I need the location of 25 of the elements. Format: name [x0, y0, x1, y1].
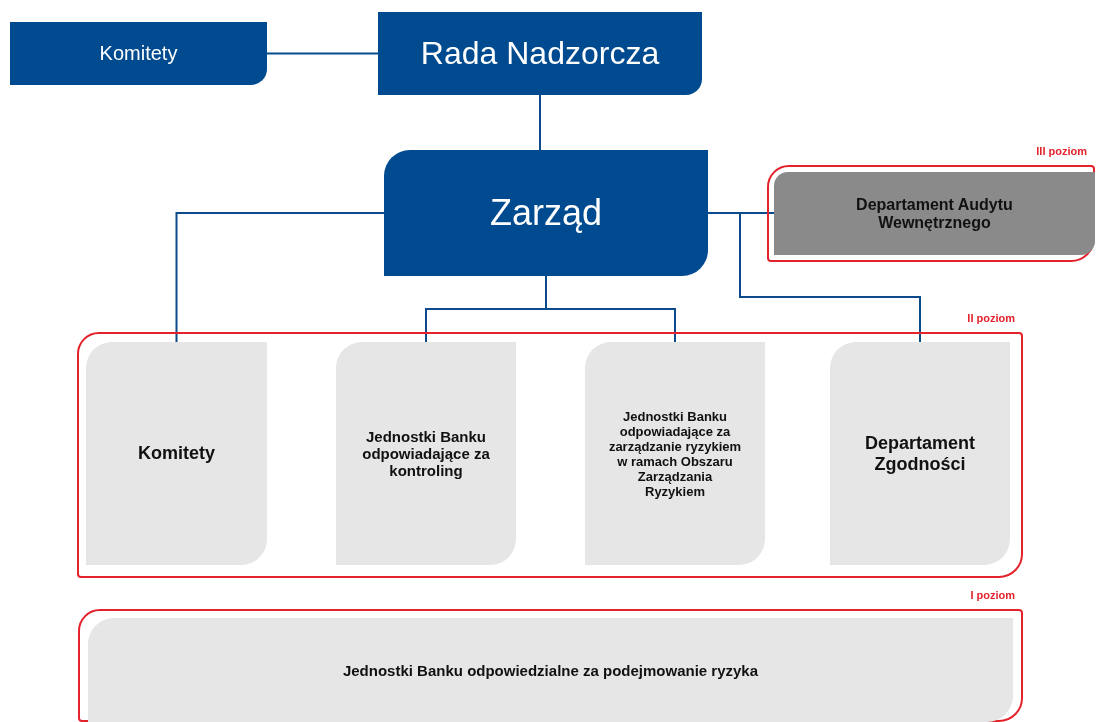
- unit-box: [585, 342, 765, 565]
- unit-box: [830, 342, 1010, 565]
- box-text: Komitety: [99, 42, 178, 65]
- box-text: Departament Zgodności: [864, 432, 976, 475]
- department-box: [774, 172, 1095, 255]
- box-text: Komitety: [138, 443, 215, 464]
- box-text: Departament Audytu Wewnętrznego: [855, 195, 1014, 232]
- unit-box: [336, 342, 516, 565]
- box-text: Jednostki Banku odpowiadające za kontroling: [361, 428, 491, 479]
- box-text: Jednostki Banku odpowiadające za zarządzanie ryzykiem w ramach Obszaru Zarządzania Ryzykiem: [607, 408, 743, 499]
- unit-box: [86, 342, 267, 565]
- level-label: III poziom: [1036, 145, 1087, 157]
- box-text: Jednostki Banku odpowiedzialne za podejmowanie ryzyka: [342, 661, 759, 679]
- connector-line: [539, 94, 541, 151]
- org-box: [378, 12, 702, 95]
- box-text: Zarząd: [489, 192, 602, 234]
- org-box: [384, 150, 708, 276]
- connector-line: [266, 52, 379, 55]
- level-label: I poziom: [970, 589, 1015, 601]
- box-text: Rada Nadzorcza: [420, 35, 660, 72]
- level-label: II poziom: [967, 312, 1015, 324]
- org-box: [10, 22, 267, 85]
- connector-line: [545, 275, 676, 343]
- connector-line: [707, 212, 921, 343]
- connector-line: [175, 212, 385, 343]
